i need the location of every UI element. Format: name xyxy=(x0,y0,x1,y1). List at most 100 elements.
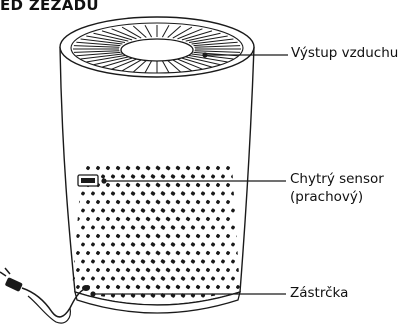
purifier-base xyxy=(75,292,240,313)
perforation-hole xyxy=(155,199,161,204)
perforation-hole xyxy=(150,225,156,230)
perforation-hole xyxy=(76,268,81,273)
perforation-hole xyxy=(140,259,146,264)
perforation-hole xyxy=(110,174,115,179)
perforation-hole xyxy=(135,216,140,221)
perforation-hole xyxy=(120,242,125,247)
perforation-hole xyxy=(170,259,176,264)
perforation-hole xyxy=(90,191,95,196)
perforation-hole xyxy=(246,268,251,273)
perforation-hole xyxy=(220,259,225,264)
perforation-hole xyxy=(140,208,146,213)
perforation-hole xyxy=(165,284,171,289)
label-sensor-line2: (prachový) xyxy=(290,188,384,206)
perforation-hole xyxy=(155,216,161,221)
perforation-hole xyxy=(160,208,166,213)
perforation-hole xyxy=(135,165,140,170)
perforation-hole xyxy=(150,259,156,264)
perforation-hole xyxy=(105,199,110,204)
perforation-hole xyxy=(125,233,130,238)
perforation-hole xyxy=(241,208,246,213)
perforation-hole xyxy=(210,276,215,281)
perforation-hole xyxy=(76,234,81,239)
perforation-hole xyxy=(195,250,200,255)
perforation-hole xyxy=(205,199,210,204)
perforation-hole xyxy=(81,259,86,264)
perforation-hole xyxy=(226,285,231,290)
perforation-hole xyxy=(165,165,171,170)
perforation-hole xyxy=(241,174,246,179)
perforation-hole xyxy=(150,276,156,281)
perforation-hole xyxy=(246,217,251,222)
perforation-hole xyxy=(86,200,91,205)
perforation-hole xyxy=(66,285,71,290)
perforation-hole xyxy=(135,284,140,289)
perforation-hole xyxy=(190,276,195,281)
perforation-hole xyxy=(170,208,176,213)
perforation-hole xyxy=(115,165,120,170)
perforation-hole xyxy=(215,267,220,272)
perforation-hole xyxy=(135,199,140,204)
perforation-hole xyxy=(95,233,100,238)
perforation-hole xyxy=(130,225,135,230)
perforation-hole xyxy=(105,250,110,255)
perforation-hole xyxy=(195,233,200,238)
perforation-hole xyxy=(90,242,95,247)
perforation-hole xyxy=(195,284,200,289)
perforation-hole xyxy=(100,225,105,230)
perforation-hole xyxy=(220,225,225,230)
perforation-hole xyxy=(231,276,236,281)
perforation-hole xyxy=(95,250,100,255)
perforation-hole xyxy=(175,284,180,289)
label-sensor-line1: Chytrý sensor xyxy=(290,170,384,188)
perforation-hole xyxy=(205,216,210,221)
perforation-hole xyxy=(195,182,200,187)
perforation-hole xyxy=(145,267,151,272)
perforation-hole xyxy=(150,174,156,179)
perforation-hole xyxy=(246,285,251,290)
perforation-hole xyxy=(215,284,220,289)
perforation-hole xyxy=(86,217,91,222)
perforation-hole xyxy=(226,183,231,188)
perforation-hole xyxy=(100,242,105,247)
perforation-hole xyxy=(145,250,151,255)
perforation-hole xyxy=(231,225,236,230)
perforation-hole xyxy=(160,174,166,179)
perforation-hole xyxy=(195,216,200,221)
perforation-hole xyxy=(236,200,241,205)
perforation-hole xyxy=(210,259,215,264)
perforation-hole xyxy=(155,182,161,187)
perforation-hole xyxy=(185,233,190,238)
perforation-hole xyxy=(140,276,146,281)
perforation-hole xyxy=(135,267,140,272)
perforation-hole xyxy=(236,234,241,239)
perforation-hole xyxy=(100,174,105,179)
perforation-hole xyxy=(215,199,220,204)
perforation-hole xyxy=(180,276,185,281)
perforation-hole xyxy=(180,208,185,213)
perforation-hole xyxy=(105,216,110,221)
perforation-hole xyxy=(145,165,151,170)
perforation-hole xyxy=(236,302,241,307)
perforation-hole xyxy=(86,234,91,239)
perforation-hole xyxy=(90,208,95,213)
perforation-hole xyxy=(66,166,71,171)
perforation-hole xyxy=(66,251,71,256)
perforation-hole xyxy=(125,165,130,170)
perforation-hole xyxy=(76,217,81,222)
perforation-hole xyxy=(241,191,246,196)
perforation-hole xyxy=(170,225,176,230)
perforation-hole xyxy=(150,208,156,213)
perforation-hole xyxy=(215,216,220,221)
perforation-hole xyxy=(210,191,215,196)
perforation-hole xyxy=(81,225,86,230)
perforation-hole xyxy=(180,242,185,247)
perforation-hole xyxy=(210,174,215,179)
perforation-hole xyxy=(215,250,220,255)
perforation-hole xyxy=(140,242,146,247)
perforation-hole xyxy=(246,234,251,239)
perforation-hole xyxy=(170,276,176,281)
perforation-hole xyxy=(155,267,161,272)
perforation-hole xyxy=(190,242,195,247)
perforation-hole xyxy=(95,216,100,221)
